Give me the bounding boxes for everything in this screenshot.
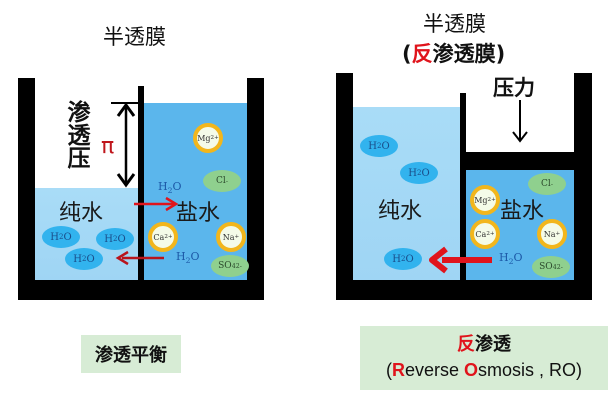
word-everse: everse (404, 360, 464, 380)
salt-water-label: 盐水 (176, 201, 221, 226)
ion-cl: Cl- (528, 173, 566, 195)
container-left-wall (336, 73, 353, 300)
caption-line-1: 反渗透 (457, 333, 511, 357)
letter-r: R (391, 360, 405, 380)
container-right-wall (247, 78, 264, 300)
membrane-label-left: 半透膜 (103, 25, 166, 49)
ion-cl: Cl- (203, 170, 241, 192)
osmosis-text: 渗透 (475, 334, 511, 355)
membrane-label-right: 半透膜 (423, 12, 486, 36)
ion-na: Na+ (537, 219, 567, 249)
semipermeable-membrane (138, 86, 144, 280)
ion-na: Na+ (216, 222, 246, 252)
caption-reverse-osmosis: 反渗透 (Reverse Osmosis , RO) (360, 326, 608, 390)
caption-text: 渗透平衡 (95, 345, 167, 366)
ro-membrane-label: (反渗透膜) (402, 38, 505, 68)
pi-symbol: π (101, 134, 115, 159)
osmotic-pressure-label: 渗透压 (63, 100, 89, 169)
h2o-molecule: H2O (176, 250, 200, 266)
word-smosis: smosis , RO) (478, 360, 583, 380)
paren-open: ( (402, 42, 412, 66)
arrow-right-icon (134, 196, 179, 212)
pure-water-label: 纯水 (59, 201, 104, 226)
h2o-molecule: H2O (499, 251, 523, 267)
ro-membrane (460, 93, 466, 280)
container-bottom (18, 280, 264, 300)
arrow-down-icon (512, 100, 528, 143)
h2o-molecule: H2O (158, 180, 182, 196)
ro-membrane-rest: 渗透膜) (432, 42, 506, 66)
caption-line-2: (Reverse Osmosis , RO) (386, 357, 582, 383)
container-bottom (336, 280, 592, 300)
container-right-wall (574, 73, 592, 300)
pure-water-label: 纯水 (378, 199, 423, 224)
salt-water-label: 盐水 (500, 199, 545, 224)
double-arrow-icon (111, 102, 140, 188)
container-left-wall (18, 78, 35, 300)
arrow-left-icon (115, 250, 164, 266)
piston (466, 152, 574, 170)
pressure-label: 压力 (493, 76, 535, 100)
reverse-flow-arrow-icon (429, 246, 492, 274)
paren-open: ( (385, 360, 392, 380)
caption-osmotic-equilibrium: 渗透平衡 (81, 335, 181, 373)
letter-o: O (464, 360, 479, 380)
reverse-char: 反 (457, 334, 475, 355)
reverse-char: 反 (411, 42, 433, 66)
